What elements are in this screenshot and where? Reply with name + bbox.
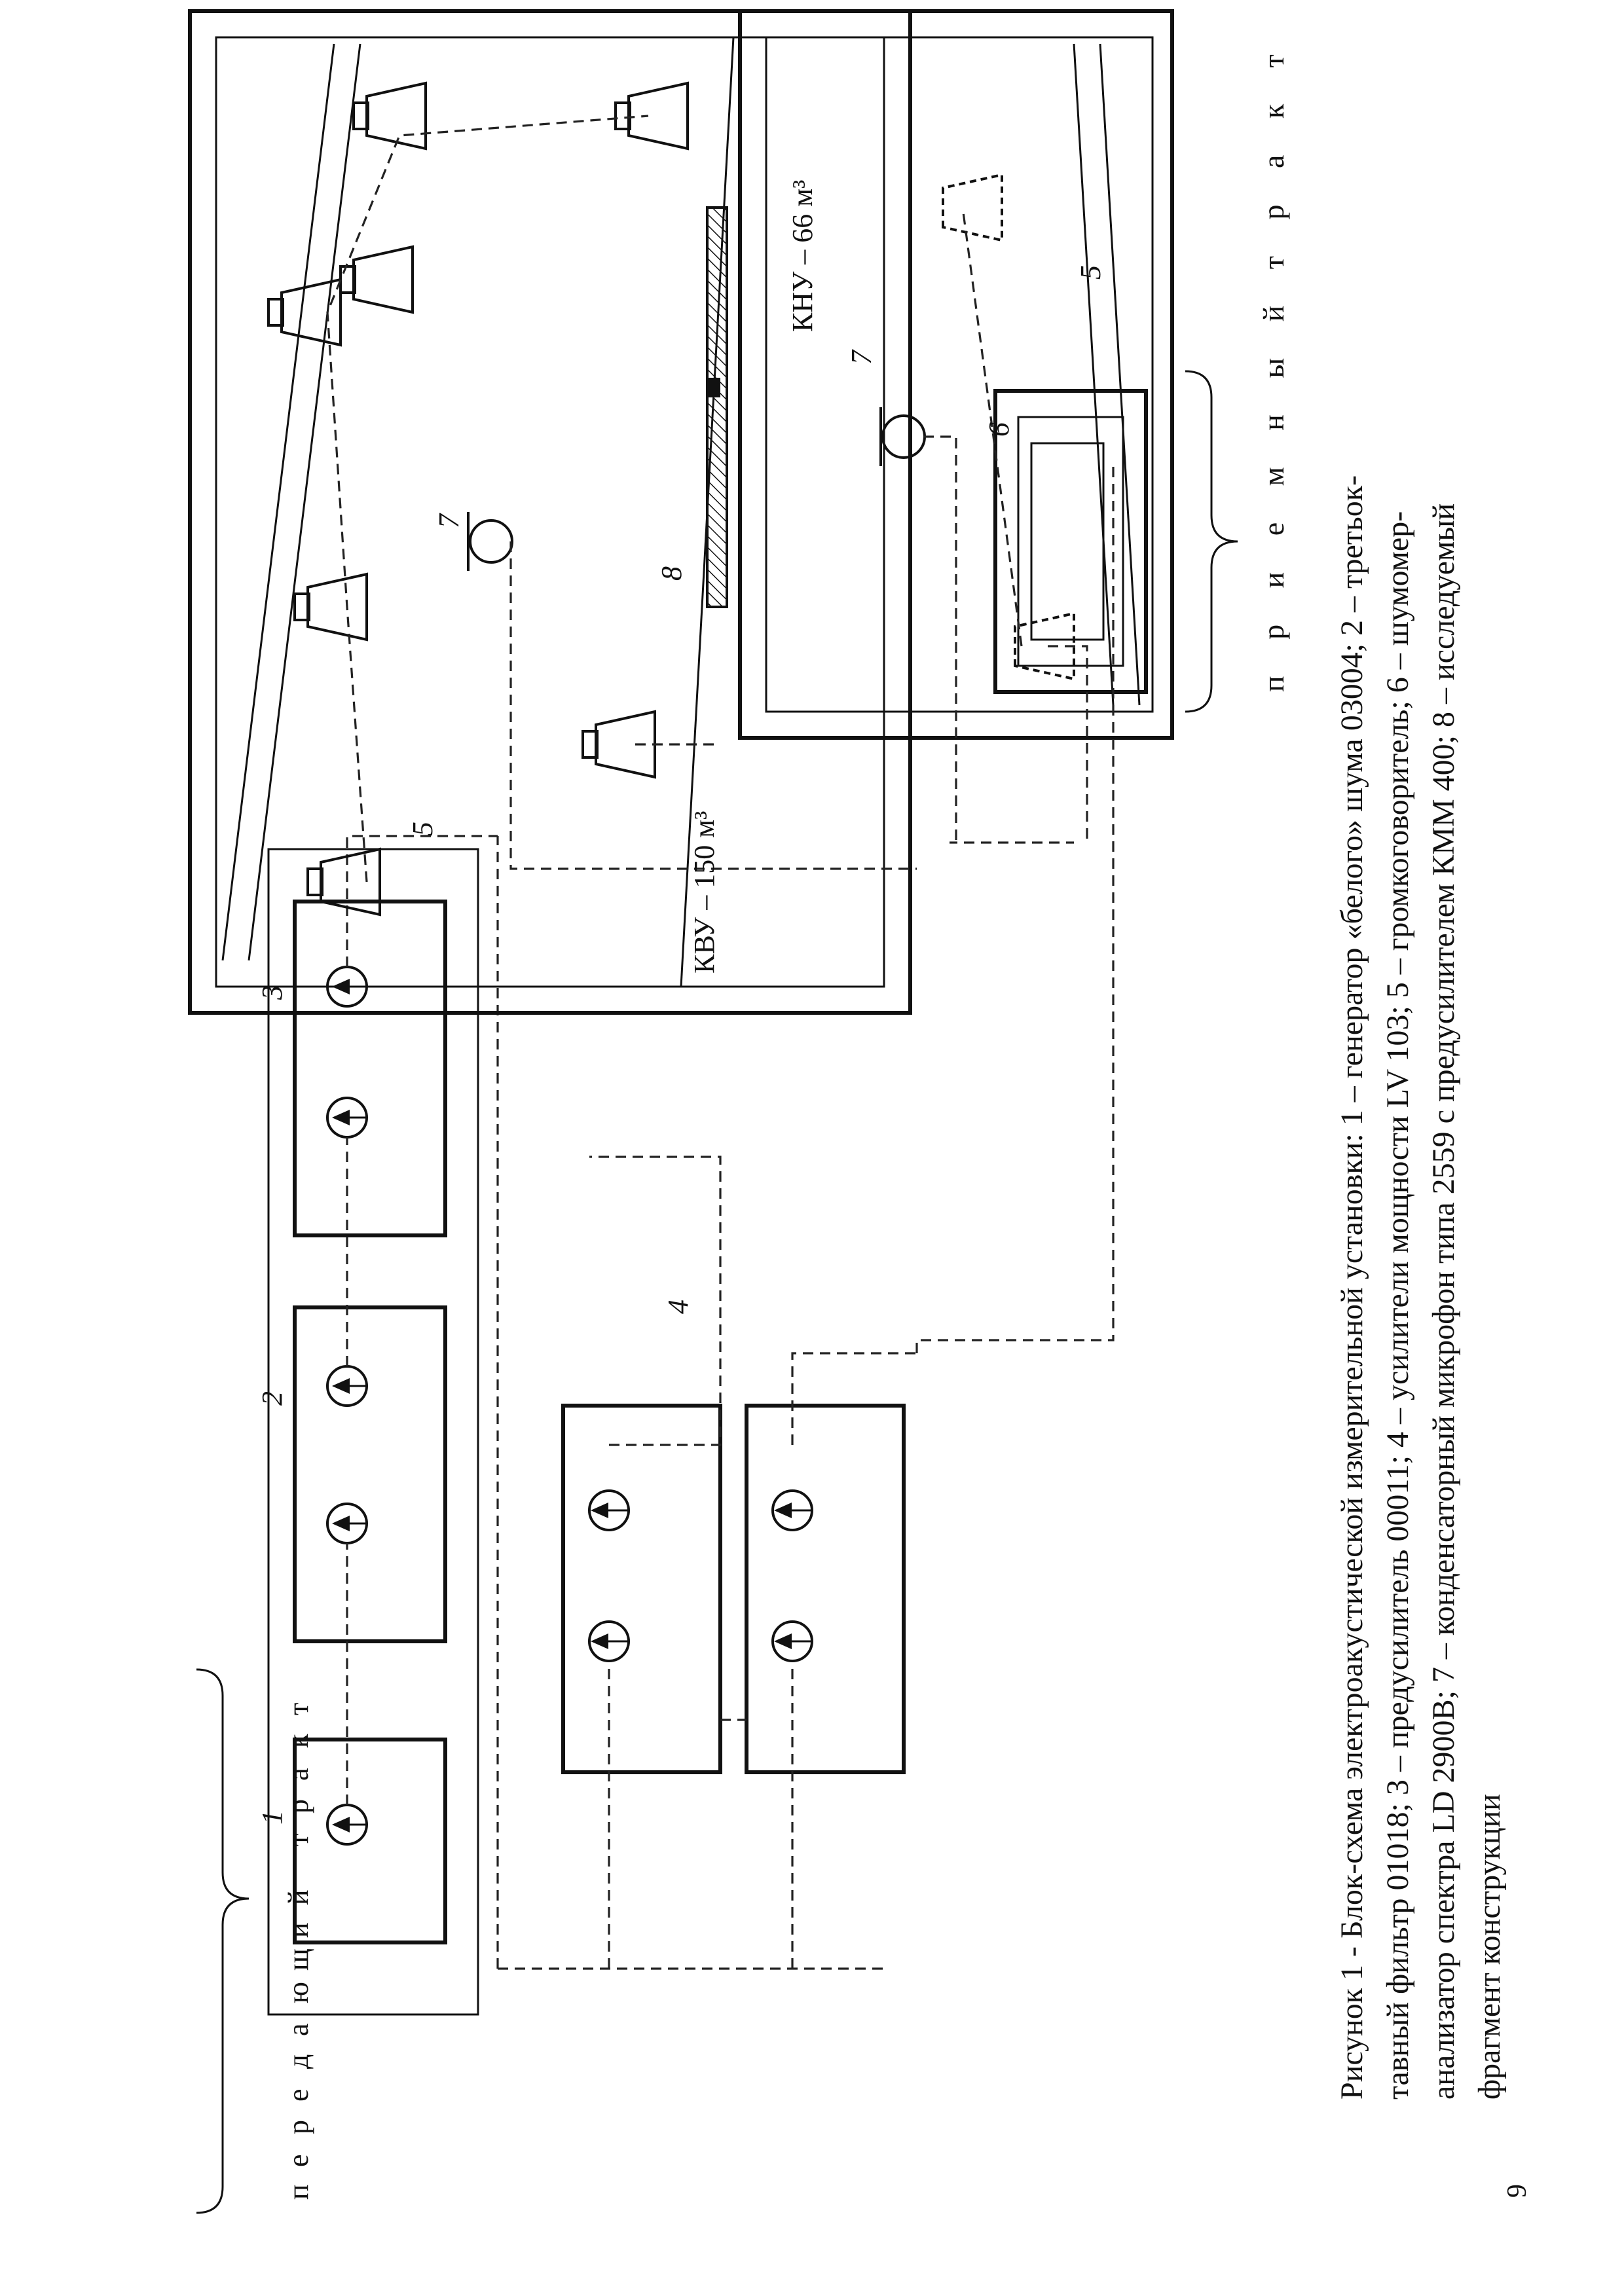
caption-line-2: тавный фильтр 01018; 3 – предусилитель 0… <box>1380 511 1415 2100</box>
test-fragment-8 <box>706 206 728 608</box>
speaker-icon <box>352 81 427 151</box>
label-4: 4 <box>662 1300 694 1314</box>
transmit-letter: р <box>282 1799 314 1813</box>
transmit-letter: т <box>282 1703 314 1715</box>
block-6-display-icon <box>1017 416 1124 667</box>
label-8: 8 <box>655 566 688 581</box>
receive-path-label: п р и е м н ы й т р а к т <box>1257 40 1290 692</box>
transmit-letter: а <box>282 2023 314 2036</box>
transmit-letter: и <box>282 1922 314 1938</box>
transmit-letter: а <box>282 1768 314 1781</box>
transmit-letter: ю <box>282 1982 314 2003</box>
label-5b: 5 <box>1075 265 1107 280</box>
microphone-icon <box>467 512 513 571</box>
speaker-icon <box>1014 611 1075 681</box>
transmit-letter: д <box>282 2054 314 2069</box>
transmit-path-label: п е р е д а ющи й т р а к т <box>282 1703 314 2200</box>
microphone-icon <box>879 407 926 466</box>
transmit-letter: к <box>282 1734 314 1748</box>
label-2: 2 <box>256 1391 288 1406</box>
transmit-chain-frame <box>267 848 479 2016</box>
caption-line-4: фрагмент конструкции <box>1472 1794 1507 2100</box>
transmit-letter: щ <box>282 1948 314 1971</box>
speaker-icon <box>942 173 1003 242</box>
label-7b: 7 <box>845 349 877 365</box>
caption-line-3: анализатор спектра LD 2900B; 7 – конденс… <box>1426 503 1461 2100</box>
speaker-icon <box>293 572 368 642</box>
label-1: 1 <box>256 1810 288 1825</box>
speaker-icon <box>581 710 656 779</box>
block-1-noise-generator <box>293 1738 447 1944</box>
block-4-amplifier-b <box>745 1404 906 1774</box>
transmit-path-brace <box>196 1668 249 2214</box>
label-3: 3 <box>256 985 288 1000</box>
block-6-sound-level-meter <box>993 389 1148 694</box>
speaker-icon <box>339 245 414 314</box>
room-kvu-label: КВУ – 150 м³ <box>688 811 720 974</box>
diagram-rotated: 1 2 3 4 5 5 6 7 7 8 КВУ – 150 м³ КНУ – 6… <box>188 9 1532 2198</box>
speaker-icon <box>306 847 381 917</box>
block-2-filter <box>293 1305 447 1643</box>
block-4-amplifier-a <box>561 1404 722 1774</box>
transmit-letter: е <box>282 2088 314 2102</box>
transmit-letter: т <box>282 1834 314 1846</box>
block-3-preamp <box>293 900 447 1237</box>
caption-line-1: Рисунок 1 - Блок-схема электроакустическ… <box>1335 475 1369 2100</box>
transmit-letter: е <box>282 2154 314 2167</box>
speaker-icon <box>614 81 689 151</box>
label-5a: 5 <box>407 822 439 836</box>
transmit-letter: р <box>282 2120 314 2134</box>
transmit-letter: й <box>282 1889 314 1905</box>
room-kvu <box>188 9 912 1015</box>
label-7a: 7 <box>433 513 465 528</box>
room-knu-label: КНУ – 66 м³ <box>786 180 819 332</box>
transmit-letter: п <box>282 2184 314 2200</box>
label-6: 6 <box>983 422 1015 437</box>
page-number: 9 <box>1502 2184 1532 2198</box>
